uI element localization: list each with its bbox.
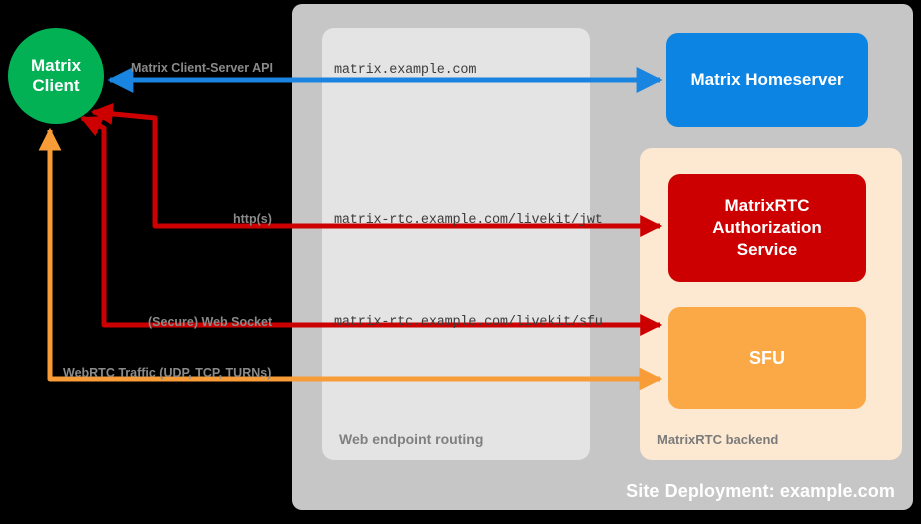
flow-label-secure-websocket: (Secure) Web Socket — [148, 315, 273, 329]
node-matrix-homeserver[interactable]: Matrix Homeserver — [666, 33, 868, 127]
site-deployment-label: Site Deployment: example.com — [626, 481, 895, 501]
node-matrixrtc-authorization-service[interactable]: MatrixRTC Authorization Service — [668, 174, 866, 282]
node-matrix-client[interactable]: Matrix Client — [8, 28, 104, 124]
endpoint-url-sfu: matrix-rtc.example.com/livekit/sfu — [334, 315, 603, 330]
web-endpoint-routing-label: Web endpoint routing — [339, 431, 484, 447]
auth-line3: Service — [736, 239, 798, 259]
endpoint-url-jwt: matrix-rtc.example.com/livekit/jwt — [334, 213, 603, 228]
matrix-client-line1: Matrix — [30, 55, 82, 75]
flow-label-client-server-api: Matrix Client-Server API — [131, 61, 273, 75]
matrixrtc-backend-label: MatrixRTC backend — [657, 432, 779, 447]
matrix-client-line2: Client — [32, 76, 80, 95]
auth-line2: Authorization — [712, 218, 822, 238]
flow-label-https: http(s) — [233, 212, 272, 226]
auth-line1: MatrixRTC — [724, 196, 810, 216]
flow-https-jwt — [90, 102, 663, 238]
sfu-label: SFU — [749, 347, 785, 368]
flow-label-webrtc-traffic: WebRTC Traffic (UDP, TCP, TURNs) — [63, 366, 272, 380]
endpoint-url-homeserver: matrix.example.com — [334, 63, 477, 78]
flow-webrtc-traffic — [38, 127, 663, 391]
node-sfu[interactable]: SFU — [668, 307, 866, 409]
matrix-homeserver-label: Matrix Homeserver — [690, 70, 844, 89]
